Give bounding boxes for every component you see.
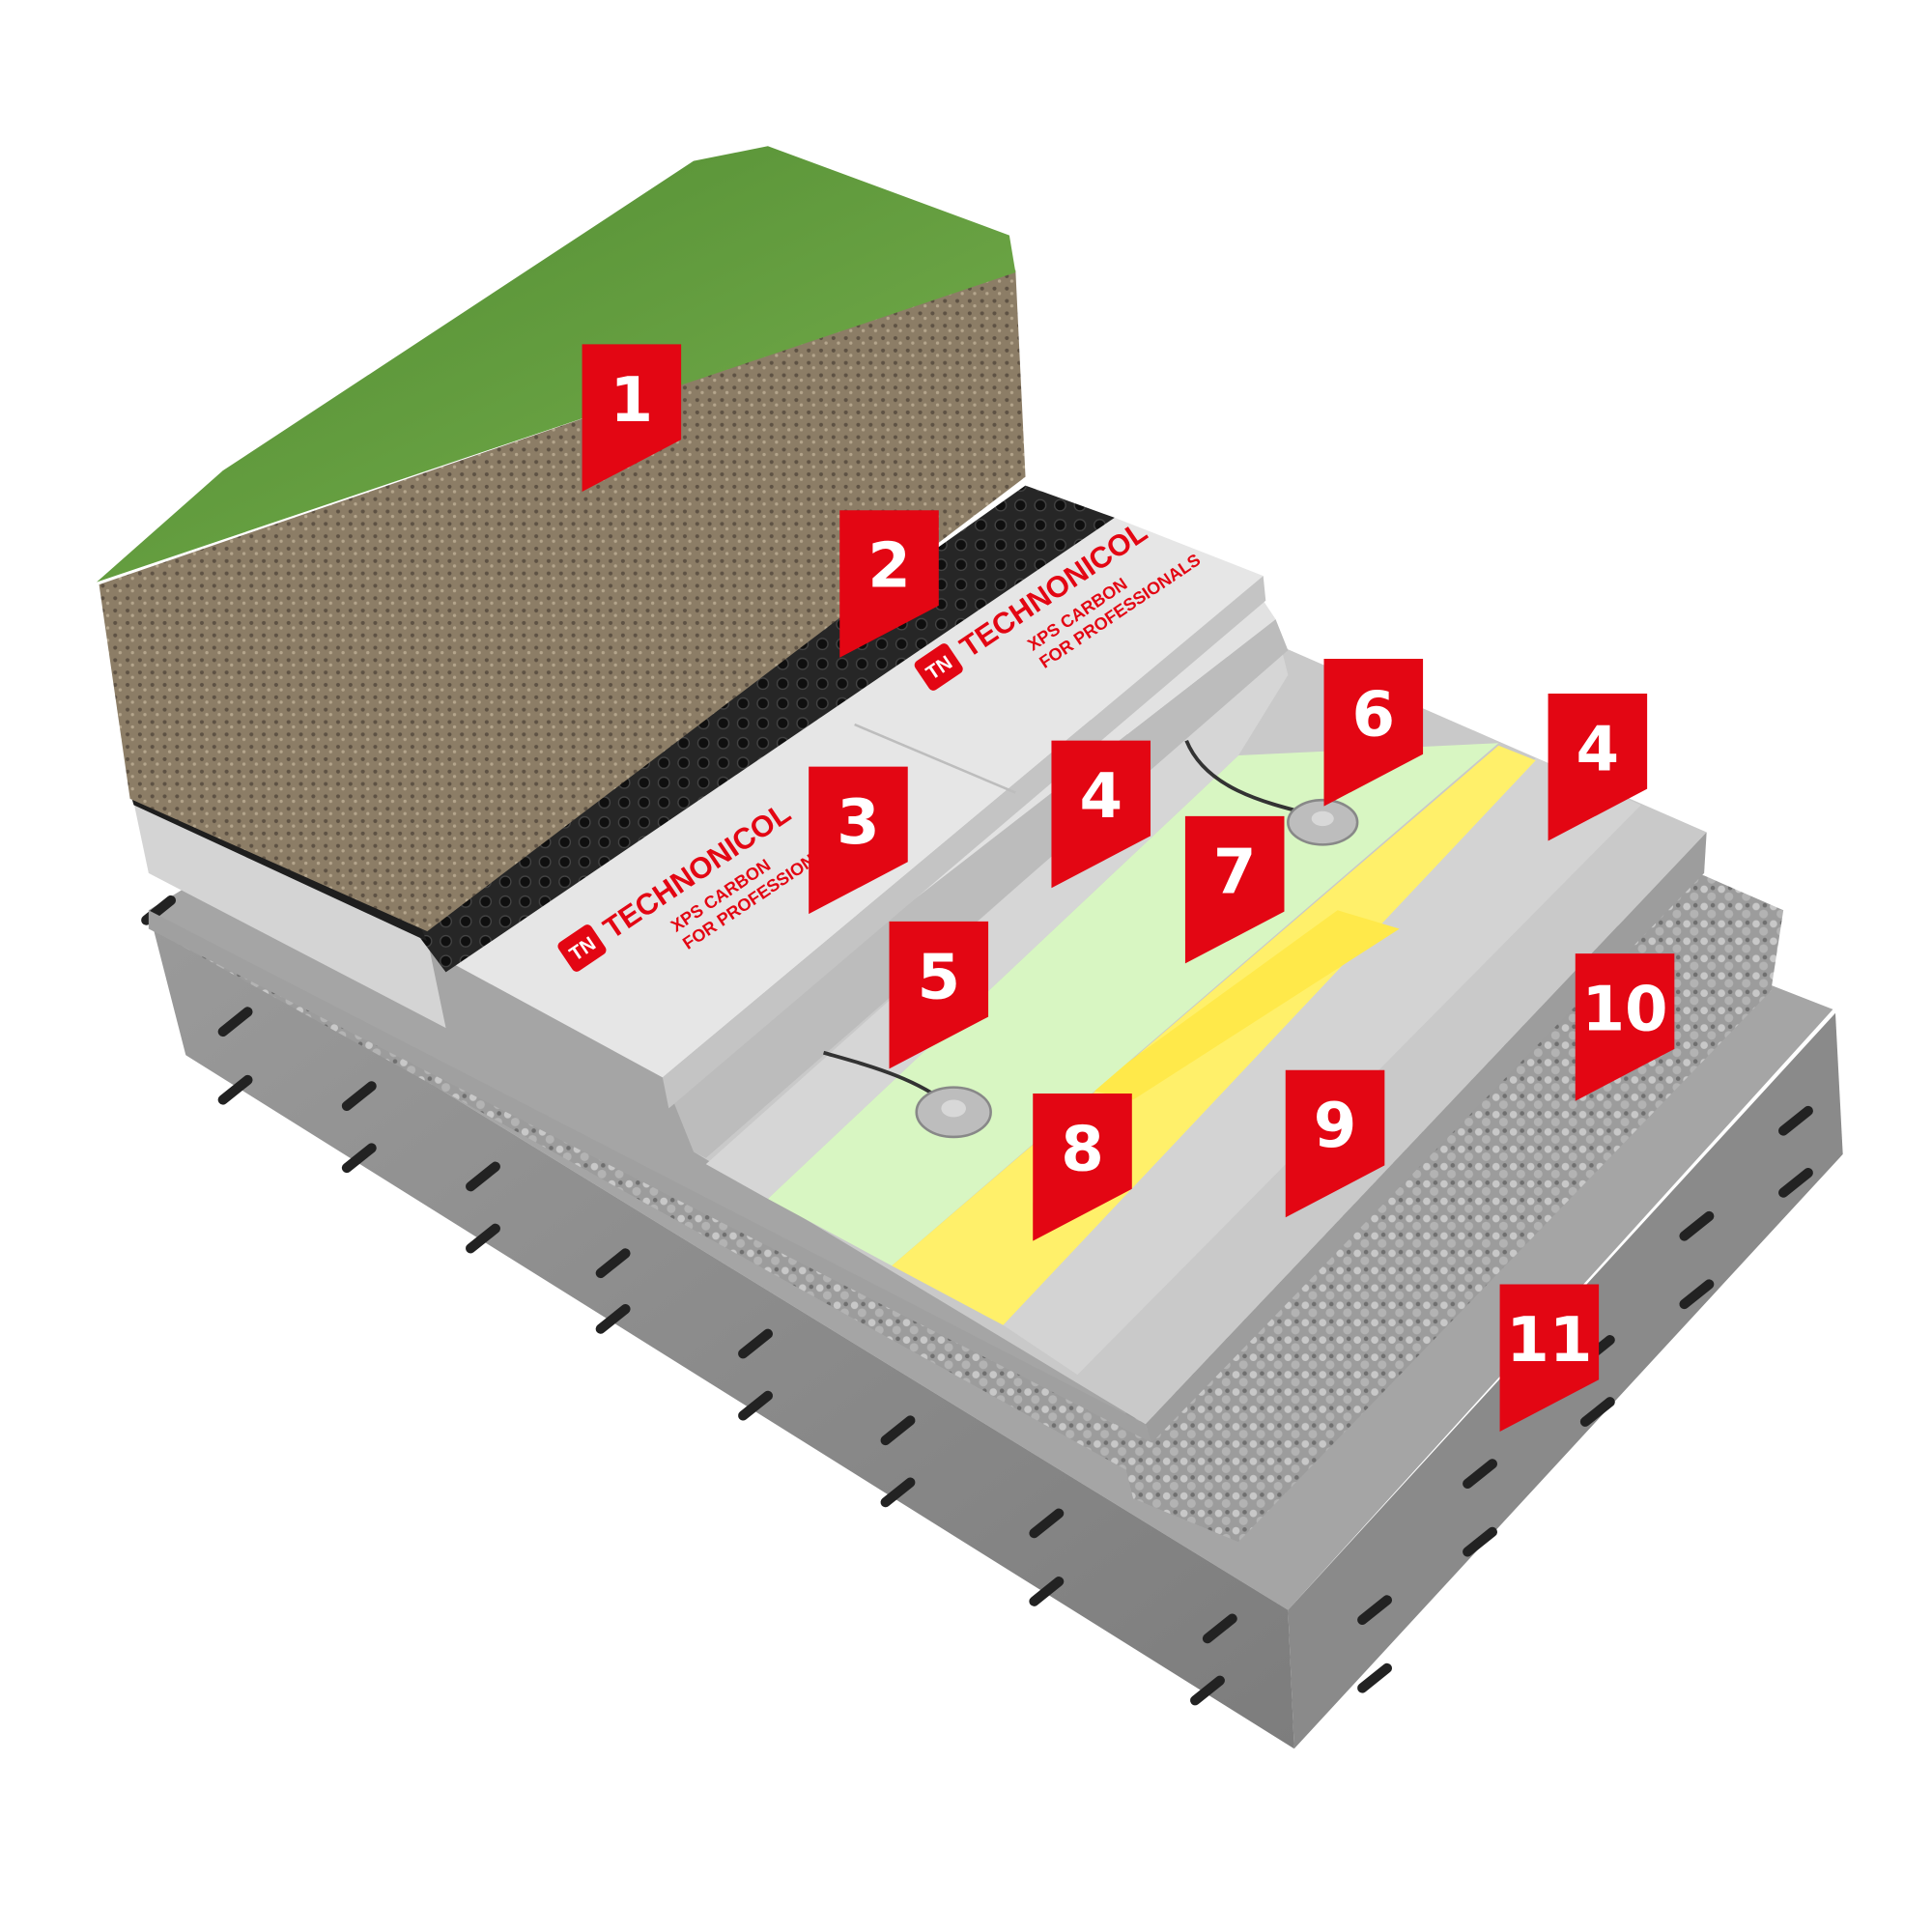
rebar-stub <box>217 1074 253 1105</box>
soil-block <box>99 270 1026 932</box>
xps-left-visible <box>133 802 446 1029</box>
xps-board-joint <box>854 723 1016 794</box>
marker-flag-shape <box>1575 953 1675 1101</box>
rebar-stub <box>1463 1526 1497 1557</box>
screed-front-face <box>148 910 1152 1443</box>
marker-number: 4 <box>1577 714 1620 785</box>
marker-flag-shape <box>1033 1094 1132 1241</box>
marker-geotextile-upper: 4 <box>1051 740 1151 889</box>
rebar-stub <box>595 1304 631 1334</box>
screed-right-face <box>1145 832 1707 1443</box>
marker-screed: 9 <box>1285 1069 1385 1218</box>
marker-flag-shape <box>1499 1284 1600 1433</box>
rebar-stub <box>1679 1210 1715 1241</box>
marker-concrete-slab: 11 <box>1499 1284 1600 1433</box>
rebar-stub <box>595 1248 631 1279</box>
marker-yellow-membrane: 8 <box>1033 1094 1132 1241</box>
rebar-stub <box>1778 1167 1813 1198</box>
marker-flag-shape <box>1184 815 1285 964</box>
rebar-stub <box>1463 1459 1497 1490</box>
marker-number: 7 <box>1213 837 1257 908</box>
rebar-stub <box>1029 1577 1065 1606</box>
rebar-stub <box>738 1328 773 1359</box>
rebar-stub <box>1357 1595 1393 1626</box>
rebar-stub <box>1679 1279 1715 1310</box>
marker-number: 5 <box>917 942 960 1013</box>
marker-flag-shape <box>582 344 682 492</box>
rebar-stub <box>341 1081 377 1111</box>
brand-logo-icon <box>557 924 607 972</box>
marker-geotextile-lower: 4 <box>1548 693 1648 841</box>
marker-number: 11 <box>1506 1305 1592 1377</box>
marker-number: 9 <box>1314 1091 1357 1162</box>
marker-flag-shape <box>1548 693 1648 841</box>
marker-flag-shape <box>839 510 939 658</box>
rebar-stub <box>1029 1508 1065 1539</box>
layer-markers: 1 2 3 4 5 6 7 8 9 4 10 11 <box>582 344 1675 1433</box>
rebar-stub <box>880 1477 916 1508</box>
marker-number: 1 <box>611 365 654 437</box>
gravel-front-strip <box>148 916 1134 1474</box>
rebar-stub <box>466 1223 500 1254</box>
marker-flag-shape <box>889 921 989 1069</box>
rebar-stub <box>1778 1105 1813 1136</box>
rebar-stub <box>880 1415 916 1446</box>
rebar-stub <box>1202 1613 1237 1644</box>
marker-drainage-membrane: 2 <box>839 510 939 658</box>
concrete-front-face <box>148 910 1294 1749</box>
anchor-right <box>1184 739 1359 846</box>
marker-number: 8 <box>1061 1115 1104 1186</box>
marker-flag-shape <box>1051 740 1151 889</box>
rebar-stub <box>466 1161 500 1192</box>
rebar-stub <box>217 1007 253 1037</box>
marker-number: 3 <box>837 787 880 859</box>
brand-logo-icon <box>914 643 963 691</box>
yellow-tape <box>1090 910 1400 1100</box>
marker-grass-soil: 1 <box>582 344 682 492</box>
marker-flag-shape <box>809 766 908 915</box>
marker-anchor-left: 5 <box>889 921 989 1069</box>
marker-green-membrane: 7 <box>1184 815 1285 964</box>
rebar-stub <box>1190 1675 1225 1706</box>
grass-top <box>97 146 1016 582</box>
rebar-stub <box>341 1143 377 1174</box>
rebar-stub <box>1579 1397 1615 1427</box>
marker-anchor-right: 6 <box>1323 659 1424 807</box>
drainage-membrane <box>409 485 1115 973</box>
anchor-center <box>1311 810 1334 827</box>
anchor-center <box>941 1099 966 1118</box>
marker-number: 6 <box>1351 680 1395 752</box>
xps-upper-side <box>662 576 1266 1109</box>
rebar-stub <box>1357 1662 1393 1693</box>
marker-number: 10 <box>1581 975 1667 1046</box>
marker-expanded-clay-gravel: 10 <box>1575 953 1675 1101</box>
marker-number: 2 <box>867 531 911 603</box>
marker-xps-insulation: 3 <box>809 766 908 915</box>
rebar-stub <box>738 1390 773 1421</box>
marker-number: 4 <box>1079 761 1122 833</box>
marker-flag-shape <box>1323 659 1424 807</box>
anchor-left <box>823 1050 992 1139</box>
geotextile-lower <box>1003 757 1641 1376</box>
marker-flag-shape <box>1285 1069 1385 1218</box>
